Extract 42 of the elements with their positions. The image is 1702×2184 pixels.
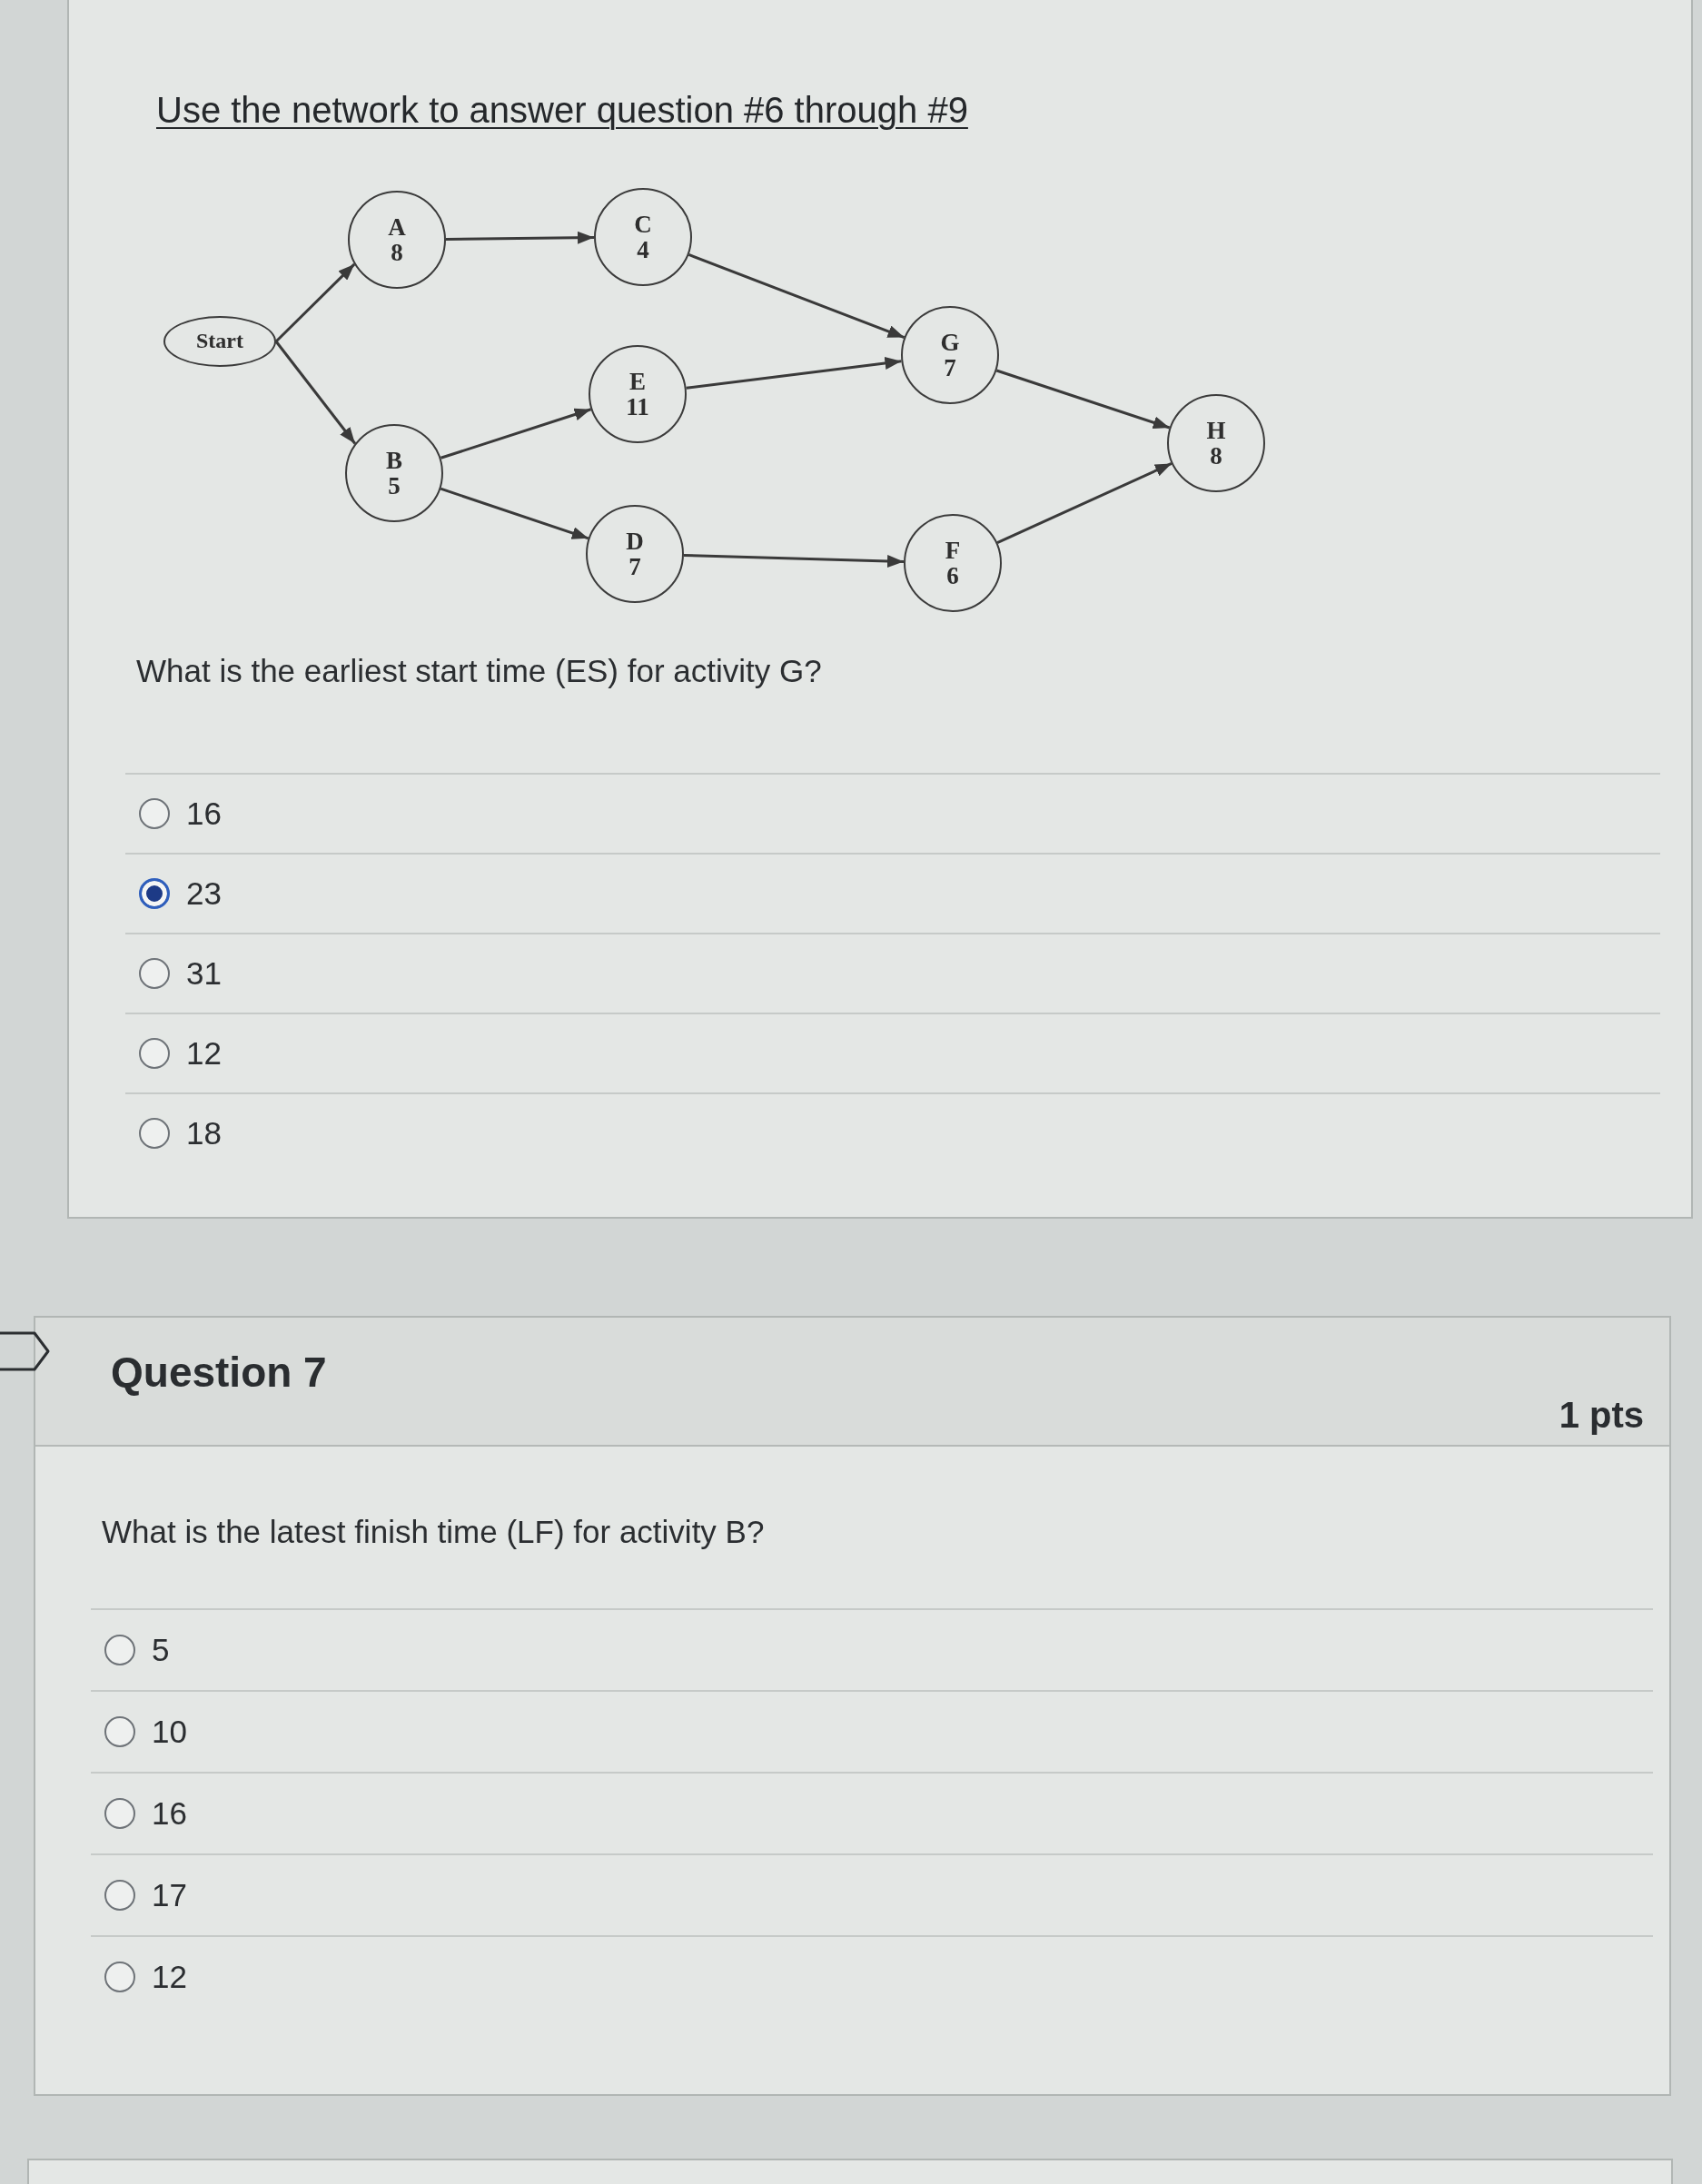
option-label: 31 [186, 954, 222, 993]
activity-name: D [626, 528, 644, 554]
option-label: 5 [152, 1631, 170, 1669]
activity-name: A [388, 213, 406, 240]
activity-duration: 11 [626, 394, 649, 420]
instruction-heading: Use the network to answer question #6 through #9 [156, 89, 968, 131]
activity-duration: 7 [628, 554, 641, 580]
option-label: 23 [186, 875, 222, 913]
activity-name: B [386, 447, 402, 473]
activity-duration: 7 [944, 355, 956, 381]
question-heading: Question 7 [111, 1349, 327, 1397]
arrow [274, 341, 357, 445]
option-label: 12 [152, 1958, 187, 1996]
arrow [274, 262, 356, 343]
option-label: 10 [152, 1713, 187, 1751]
option-label: 16 [152, 1794, 187, 1833]
points-label: 1 pts [1559, 1394, 1644, 1436]
arrow [688, 253, 905, 339]
arrow [440, 487, 589, 540]
arrow [996, 462, 1173, 544]
arrow [995, 369, 1171, 430]
activity-duration: 6 [946, 563, 959, 589]
activity-name: H [1206, 417, 1226, 443]
activity-name: F [945, 537, 961, 563]
option-label: 16 [186, 795, 222, 833]
activity-duration: 8 [391, 240, 403, 266]
arrow [683, 554, 905, 568]
activity-duration: 5 [388, 473, 401, 499]
question-text: What is the latest finish time (LF) for activity B? [102, 1513, 765, 1551]
activity-name: C [634, 211, 652, 237]
option-label: 12 [186, 1034, 222, 1072]
activity-duration: 8 [1210, 443, 1222, 469]
arrow [440, 408, 592, 460]
option-label: 17 [152, 1876, 187, 1914]
activity-name: G [940, 329, 960, 355]
arrow [686, 357, 902, 390]
question-text: What is the earliest start time (ES) for activity G? [136, 652, 822, 690]
option-label: 18 [186, 1114, 222, 1152]
node-label: Start [196, 330, 243, 353]
activity-duration: 4 [637, 237, 649, 263]
activity-name: E [629, 368, 646, 394]
arrow [446, 231, 594, 244]
